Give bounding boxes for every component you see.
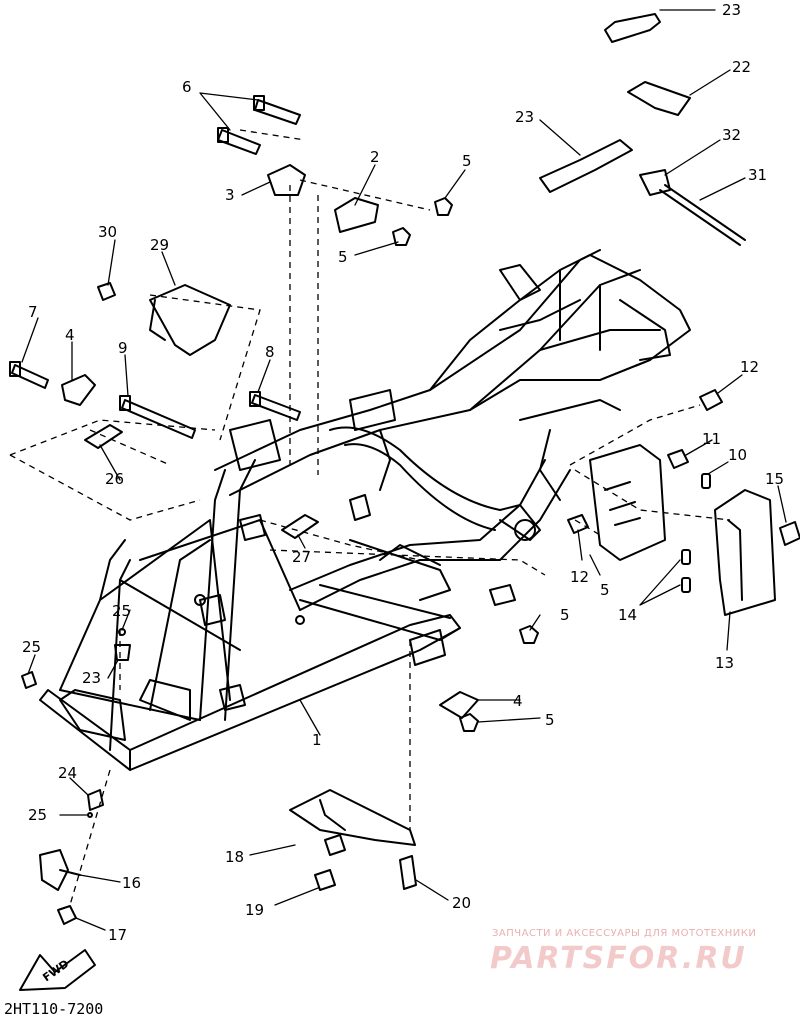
leader-lines xyxy=(21,9,787,931)
label-2: 2 xyxy=(370,148,380,166)
tool-rod-part-31 xyxy=(664,184,746,241)
guide-lines xyxy=(9,129,731,906)
label-12-low: 12 xyxy=(570,568,589,586)
label-11: 10 xyxy=(728,446,747,464)
label-3: 3 xyxy=(225,186,235,204)
strap-part-30 xyxy=(604,13,661,43)
diagram-code: 2HT110-7200 xyxy=(4,1000,103,1018)
label-22-top: 23 xyxy=(82,669,101,687)
label-9: 9 xyxy=(118,339,128,357)
label-1: 1 xyxy=(312,731,322,749)
label-25-left: 26 xyxy=(105,470,124,488)
label-24: 25 xyxy=(22,638,41,656)
label-12-right: 11 xyxy=(702,430,721,448)
label-20: 19 xyxy=(245,901,264,919)
label-23-top: 25 xyxy=(112,602,131,620)
label-15: 14 xyxy=(618,606,637,624)
label-27: 30 xyxy=(98,223,117,241)
label-14: 13 xyxy=(715,654,734,672)
label-21: 20 xyxy=(452,894,471,912)
main-frame xyxy=(39,249,691,771)
watermark-line1: ЗАПЧАСТИ И АКСЕССУАРЫ ДЛЯ МОТОТЕХНИКИ xyxy=(492,928,756,939)
label-13: 12 xyxy=(740,358,759,376)
label-23-bottom: 25 xyxy=(28,806,47,824)
watermark-logo: PARTSFOR.RU xyxy=(490,941,747,976)
label-5-rear: 5 xyxy=(560,606,570,624)
label-29: 23 xyxy=(515,108,534,126)
label-16: 15 xyxy=(765,470,784,488)
label-30: 23 xyxy=(722,1,741,19)
label-25-mid: 27 xyxy=(292,548,311,566)
pad-part-28 xyxy=(627,81,691,116)
label-18: 17 xyxy=(108,926,127,944)
label-4-right: 4 xyxy=(513,692,523,710)
label-8: 8 xyxy=(265,343,275,361)
label-28: 22 xyxy=(732,58,751,76)
label-6: 6 xyxy=(182,78,192,96)
label-10: 5 xyxy=(600,581,610,599)
fwd-arrow xyxy=(19,949,96,991)
label-5-bottom: 5 xyxy=(545,711,555,729)
tool-handle-part-32 xyxy=(639,169,671,196)
label-31: 31 xyxy=(748,166,767,184)
loose-parts xyxy=(9,13,800,991)
bracket-part-29 xyxy=(539,139,633,193)
label-5-mid: 5 xyxy=(338,248,348,266)
label-19: 18 xyxy=(225,848,244,866)
label-7: 7 xyxy=(28,303,38,321)
label-22-bottom: 24 xyxy=(58,764,77,782)
label-26: 29 xyxy=(150,236,169,254)
label-4-left: 4 xyxy=(65,326,75,344)
label-5-top: 5 xyxy=(462,152,472,170)
label-17: 16 xyxy=(122,874,141,892)
part-labels: 23 22 23 32 31 6 2 5 3 5 30 29 7 4 9 8 1… xyxy=(22,1,784,944)
label-32: 32 xyxy=(722,126,741,144)
